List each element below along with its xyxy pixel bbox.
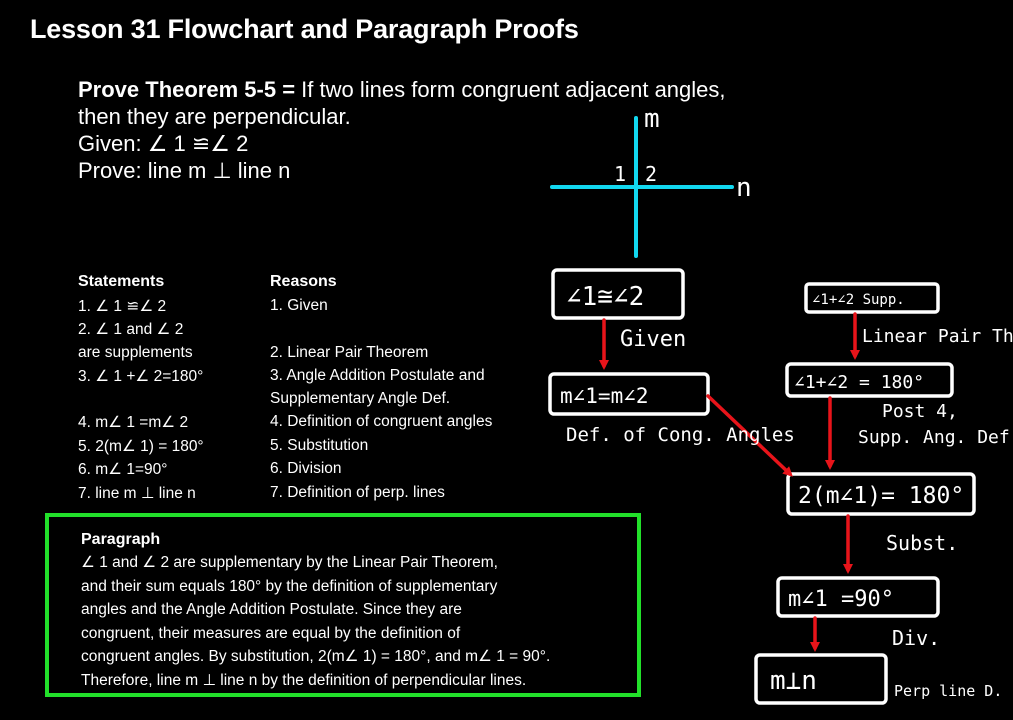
paragraph-line: ∠ 1 and ∠ 2 are supplementary by the Lin… <box>81 554 498 571</box>
flow-box-7-text: m⊥n <box>770 666 817 696</box>
paragraph-line: and their sum equals 180° by the definit… <box>81 577 498 595</box>
statements-header: Statements <box>78 273 165 290</box>
flow-box-3-text: ∠1+∠2 Supp. <box>812 292 905 308</box>
flow-note-def-cong-angles: Def. of Cong. Angles <box>566 424 795 446</box>
paragraph-line: congruent, their measures are equal by t… <box>81 624 461 642</box>
paragraph-proof-box: Paragraph ∠ 1 and ∠ 2 are supplementary … <box>45 513 641 697</box>
statement-row: 4. m∠ 1 =m∠ 2 <box>78 414 189 431</box>
lesson-title: Lesson 31 Flowchart and Paragraph Proofs <box>30 14 579 44</box>
flow-box-3 <box>804 282 940 314</box>
flowchart-text: ∠1≅∠2 m∠1=m∠2 ∠1+∠2 Supp. ∠1+∠2 = 180° 2… <box>560 282 1013 700</box>
flow-box-5 <box>786 472 976 516</box>
flow-note-div: Div. <box>892 626 940 650</box>
reason-row: 6. Division <box>270 460 342 477</box>
given-line: Given: ∠ 1 ≌∠ 2 <box>78 131 249 156</box>
reason-row: Supplementary Angle Def. <box>270 390 451 407</box>
paragraph-line: Therefore, line m ⊥ line n by the defini… <box>81 671 527 689</box>
reasons-header: Reasons <box>270 273 337 290</box>
flow-note-post-4: Post 4, <box>882 401 958 422</box>
reason-row: 5. Substitution <box>270 437 369 454</box>
flow-box-6-text: m∠1 =90° <box>788 587 894 612</box>
statement-row: 6. m∠ 1=90° <box>78 461 168 478</box>
flow-box-2 <box>548 372 710 416</box>
flow-note-perp-line-def: Perp line D. <box>894 682 1002 700</box>
paragraph-line: angles and the Angle Addition Postulate.… <box>81 601 462 618</box>
flow-box-2-text: m∠1=m∠2 <box>560 384 649 408</box>
statement-row: 3. ∠ 1 +∠ 2=180° <box>78 368 204 385</box>
label-n: n <box>736 173 752 203</box>
flow-note-given: Given <box>620 327 686 352</box>
flow-box-4 <box>785 362 954 398</box>
reason-row: 1. Given <box>270 297 328 314</box>
flow-note-subst: Subst. <box>886 531 958 555</box>
flow-box-1 <box>551 268 685 320</box>
reason-row: 2. Linear Pair Theorem <box>270 344 429 361</box>
flow-note-supp-ang-def: Supp. Ang. Def. <box>858 427 1013 448</box>
paragraph-line: congruent angles. By substitution, 2(m∠ … <box>81 648 551 665</box>
reason-row: 4. Definition of congruent angles <box>270 413 493 430</box>
prove-line: Prove: line m ⊥ line n <box>78 158 291 183</box>
theorem-label: Prove Theorem 5-5 = <box>78 77 296 102</box>
reason-row: 7. Definition of perp. lines <box>270 484 445 501</box>
flow-box-4-text: ∠1+∠2 = 180° <box>794 372 924 393</box>
reason-row: 3. Angle Addition Postulate and <box>270 367 485 384</box>
label-angle-2: 2 <box>645 162 657 186</box>
statement-row: 7. line m ⊥ line n <box>78 485 196 502</box>
label-angle-1: 1 <box>614 162 626 186</box>
flow-arrows <box>599 312 860 652</box>
theorem-text-line1: If two lines form congruent adjacent ang… <box>295 77 726 102</box>
statement-row: 5. 2(m∠ 1) = 180° <box>78 438 204 455</box>
paragraph-heading: Paragraph <box>81 531 161 548</box>
label-m: m <box>644 104 660 134</box>
statement-row: 1. ∠ 1 ≌∠ 2 <box>78 298 167 315</box>
flow-box-7 <box>754 653 888 705</box>
statement-row: are supplements <box>78 344 193 361</box>
flow-note-linear-pair: Linear Pair Th. <box>862 326 1013 347</box>
arrow-2-to-5 <box>706 394 793 477</box>
flow-box-6 <box>776 576 940 618</box>
theorem-text-line2: then they are perpendicular. <box>78 104 351 129</box>
flow-box-5-text: 2(m∠1)= 180° <box>798 483 964 509</box>
statement-row: 2. ∠ 1 and ∠ 2 <box>78 321 184 338</box>
perpendicular-lines-diagram: m n 1 2 <box>550 104 752 258</box>
flowchart <box>548 268 976 705</box>
theorem-statement: Prove Theorem 5-5 = If two lines form co… <box>78 76 878 184</box>
flow-box-1-text: ∠1≅∠2 <box>566 282 644 312</box>
